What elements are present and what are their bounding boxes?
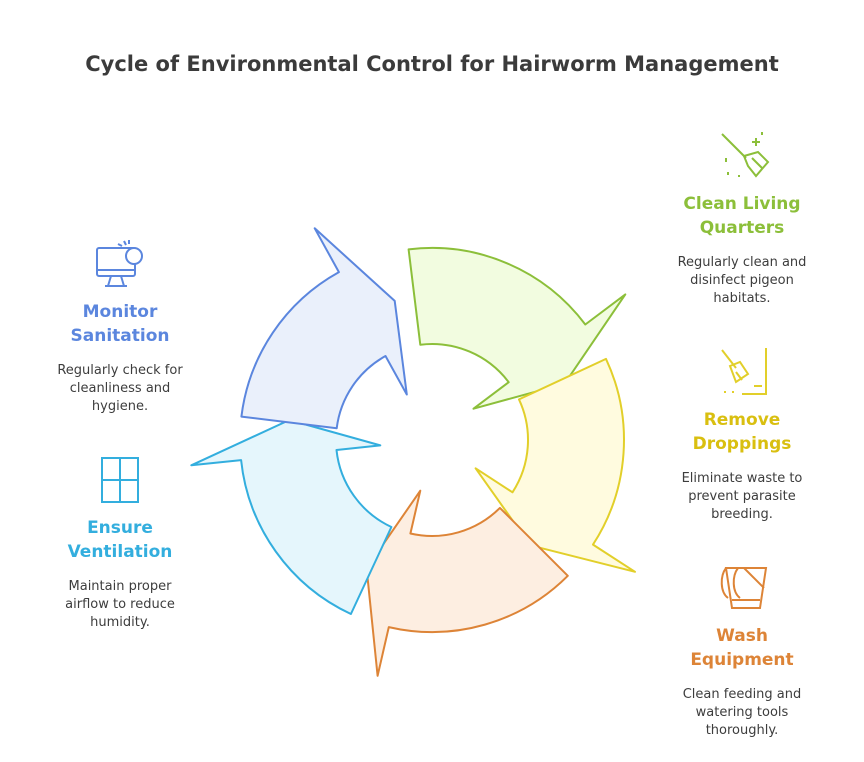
step-title: Monitor Sanitation (70, 302, 170, 346)
arrow-clean-living-quarters (407, 246, 627, 410)
bucket-icon (720, 567, 768, 609)
step-title: Wash Equipment (690, 626, 794, 670)
arrow-remove-droppings (474, 357, 636, 573)
step-title: Ensure Ventilation (67, 518, 173, 562)
step-description: Eliminate waste to prevent parasite bree… (681, 471, 803, 522)
step-title: Clean Living Quarters (683, 194, 801, 238)
broom-sparkle-icon (721, 132, 770, 178)
monitor-icon (96, 240, 143, 287)
step-monitor-sanitation: Monitor Sanitation Regularly check for c… (20, 300, 220, 416)
window-icon (101, 457, 139, 503)
step-description: Regularly clean and disinfect pigeon hab… (677, 255, 807, 306)
step-description: Clean feeding and watering tools thoroug… (682, 687, 802, 738)
arrow-ensure-ventilation (190, 419, 393, 615)
broom-corner-icon (721, 348, 767, 395)
step-title: Remove Droppings (692, 410, 792, 454)
page-title: Cycle of Environmental Control for Hairw… (85, 52, 779, 76)
arrow-monitor-sanitation (240, 227, 408, 430)
arrow-wash-equipment (365, 489, 569, 677)
step-description: Maintain proper airflow to reduce humidi… (65, 579, 175, 630)
step-wash-equipment: Wash Equipment Clean feeding and waterin… (642, 624, 842, 740)
step-remove-droppings: Remove Droppings Eliminate waste to prev… (642, 408, 842, 524)
step-description: Regularly check for cleanliness and hygi… (57, 363, 183, 414)
step-ensure-ventilation: Ensure Ventilation Maintain proper airfl… (20, 516, 220, 632)
step-clean-living-quarters: Clean Living Quarters Regularly clean an… (642, 192, 842, 308)
